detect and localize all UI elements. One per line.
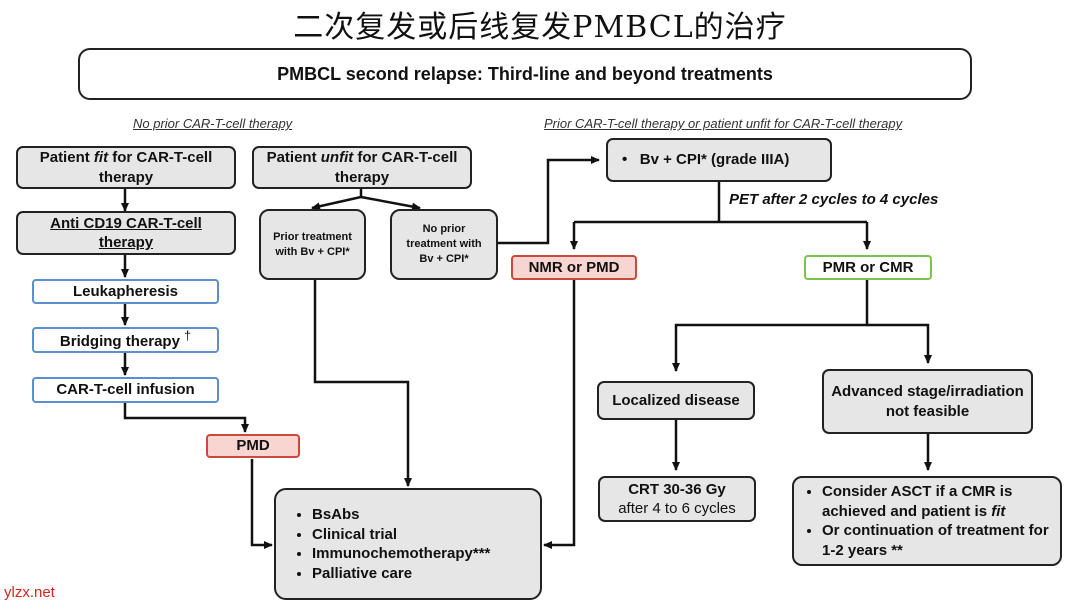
- treatment-item: BsAbs: [312, 505, 490, 525]
- treatment-item: Clinical trial: [312, 525, 490, 545]
- arrow-unfit-to-noprior: [360, 195, 421, 211]
- car-t-infusion-label: CAR-T-cell infusion: [56, 381, 195, 399]
- unfit-post: for CAR-T-cell therapy: [334, 149, 458, 186]
- nmr-pmd-label: NMR or PMD: [528, 258, 620, 276]
- arrow-infusion-to-pmd: [123, 403, 249, 433]
- treatments-box: BsAbsClinical trialImmunochemotherapy***…: [274, 488, 542, 600]
- unfit-pre: Patient: [266, 149, 321, 166]
- pmd-left-box: PMD: [206, 434, 300, 458]
- left-column-header: No prior CAR-T-cell therapy: [133, 116, 293, 131]
- leukapheresis-label: Leukapheresis: [72, 282, 179, 300]
- fit-em: fit: [93, 149, 109, 166]
- pmr-cmr-box: PMR or CMR: [804, 255, 932, 280]
- nmr-pmd-box: NMR or PMD: [511, 255, 637, 280]
- patient-unfit-box: Patient unfit for CAR-T-cell therapy: [252, 146, 472, 189]
- bv-cpi-label: Bv + CPI* (grade IIIA): [639, 151, 790, 169]
- fit-post: for CAR-T-cell therapy: [98, 149, 213, 186]
- arrow-pmr-to-localized: [672, 280, 869, 372]
- dagger-mark: †: [184, 329, 192, 344]
- arrow-pmr-to-advanced: [867, 323, 932, 364]
- watermark: ylzx.net: [4, 584, 55, 601]
- asct-item: Or continuation of treatment for 1-2 yea…: [822, 521, 1052, 560]
- advanced-stage-box: Advanced stage/irradiation not feasible: [822, 369, 1033, 434]
- advanced-label: Advanced stage/irradiation not feasible: [831, 383, 1024, 420]
- right-column-header: Prior CAR-T-cell therapy or patient unfi…: [544, 116, 903, 131]
- anti-cd19-label: Anti CD19 CAR-T-cell therapy: [50, 214, 202, 252]
- pmr-cmr-label: PMR or CMR: [822, 258, 914, 276]
- arrow-nmr-to-treatments: [543, 280, 576, 549]
- page-title: 二次复发或后线复发PMBCL的治疗: [293, 10, 787, 45]
- asct-item: Consider ASCT if a CMR is achieved and p…: [822, 482, 1052, 521]
- pmd-left-label: PMD: [236, 437, 270, 455]
- prior-treatment-label: Prior treatment with Bv + CPI*: [273, 230, 352, 258]
- unfit-em: unfit: [320, 149, 354, 166]
- asct-box: Consider ASCT if a CMR is achieved and p…: [792, 476, 1062, 566]
- banner-box: PMBCL second relapse: Third-line and bey…: [78, 48, 972, 100]
- leukapheresis-box: Leukapheresis: [32, 279, 219, 304]
- banner-text: PMBCL second relapse: Third-line and bey…: [277, 63, 773, 84]
- anti-cd19-box: Anti CD19 CAR-T-cell therapy: [16, 211, 236, 255]
- crt-box: CRT 30-36 Gy after 4 to 6 cycles: [598, 476, 756, 522]
- pet-label: PET after 2 cycles to 4 cycles: [729, 191, 939, 208]
- crt-line1: CRT 30-36 Gy: [628, 480, 726, 498]
- prior-treatment-box: Prior treatment with Bv + CPI*: [259, 209, 366, 280]
- no-prior-treatment-box: No prior treatment with Bv + CPI*: [390, 209, 498, 280]
- arrow-prior-to-treatments: [313, 280, 412, 487]
- asct-list: Consider ASCT if a CMR is achieved and p…: [802, 482, 1052, 560]
- no-prior-treatment-label: No prior treatment with Bv + CPI*: [406, 223, 482, 265]
- localized-disease-box: Localized disease: [597, 381, 755, 420]
- crt-line2: after 4 to 6 cycles: [618, 500, 736, 517]
- treatment-item: Immunochemotherapy***: [312, 544, 490, 564]
- fit-pre: Patient: [39, 149, 94, 166]
- patient-fit-box: Patient fit for CAR-T-cell therapy: [16, 146, 236, 189]
- treatments-list: BsAbsClinical trialImmunochemotherapy***…: [290, 505, 490, 583]
- bridging-label: Bridging therapy: [59, 333, 180, 351]
- bv-cpi-box: • Bv + CPI* (grade IIIA): [606, 138, 832, 182]
- car-t-infusion-box: CAR-T-cell infusion: [32, 377, 219, 403]
- arrow-pmd-to-treatments: [250, 459, 273, 549]
- arrow-noprior-to-bvcpi: [498, 156, 600, 245]
- localized-label: Localized disease: [612, 391, 740, 409]
- bridging-therapy-box: Bridging therapy †: [32, 327, 219, 353]
- arrow-unfit-to-prior: [311, 189, 363, 211]
- treatment-item: Palliative care: [312, 564, 490, 584]
